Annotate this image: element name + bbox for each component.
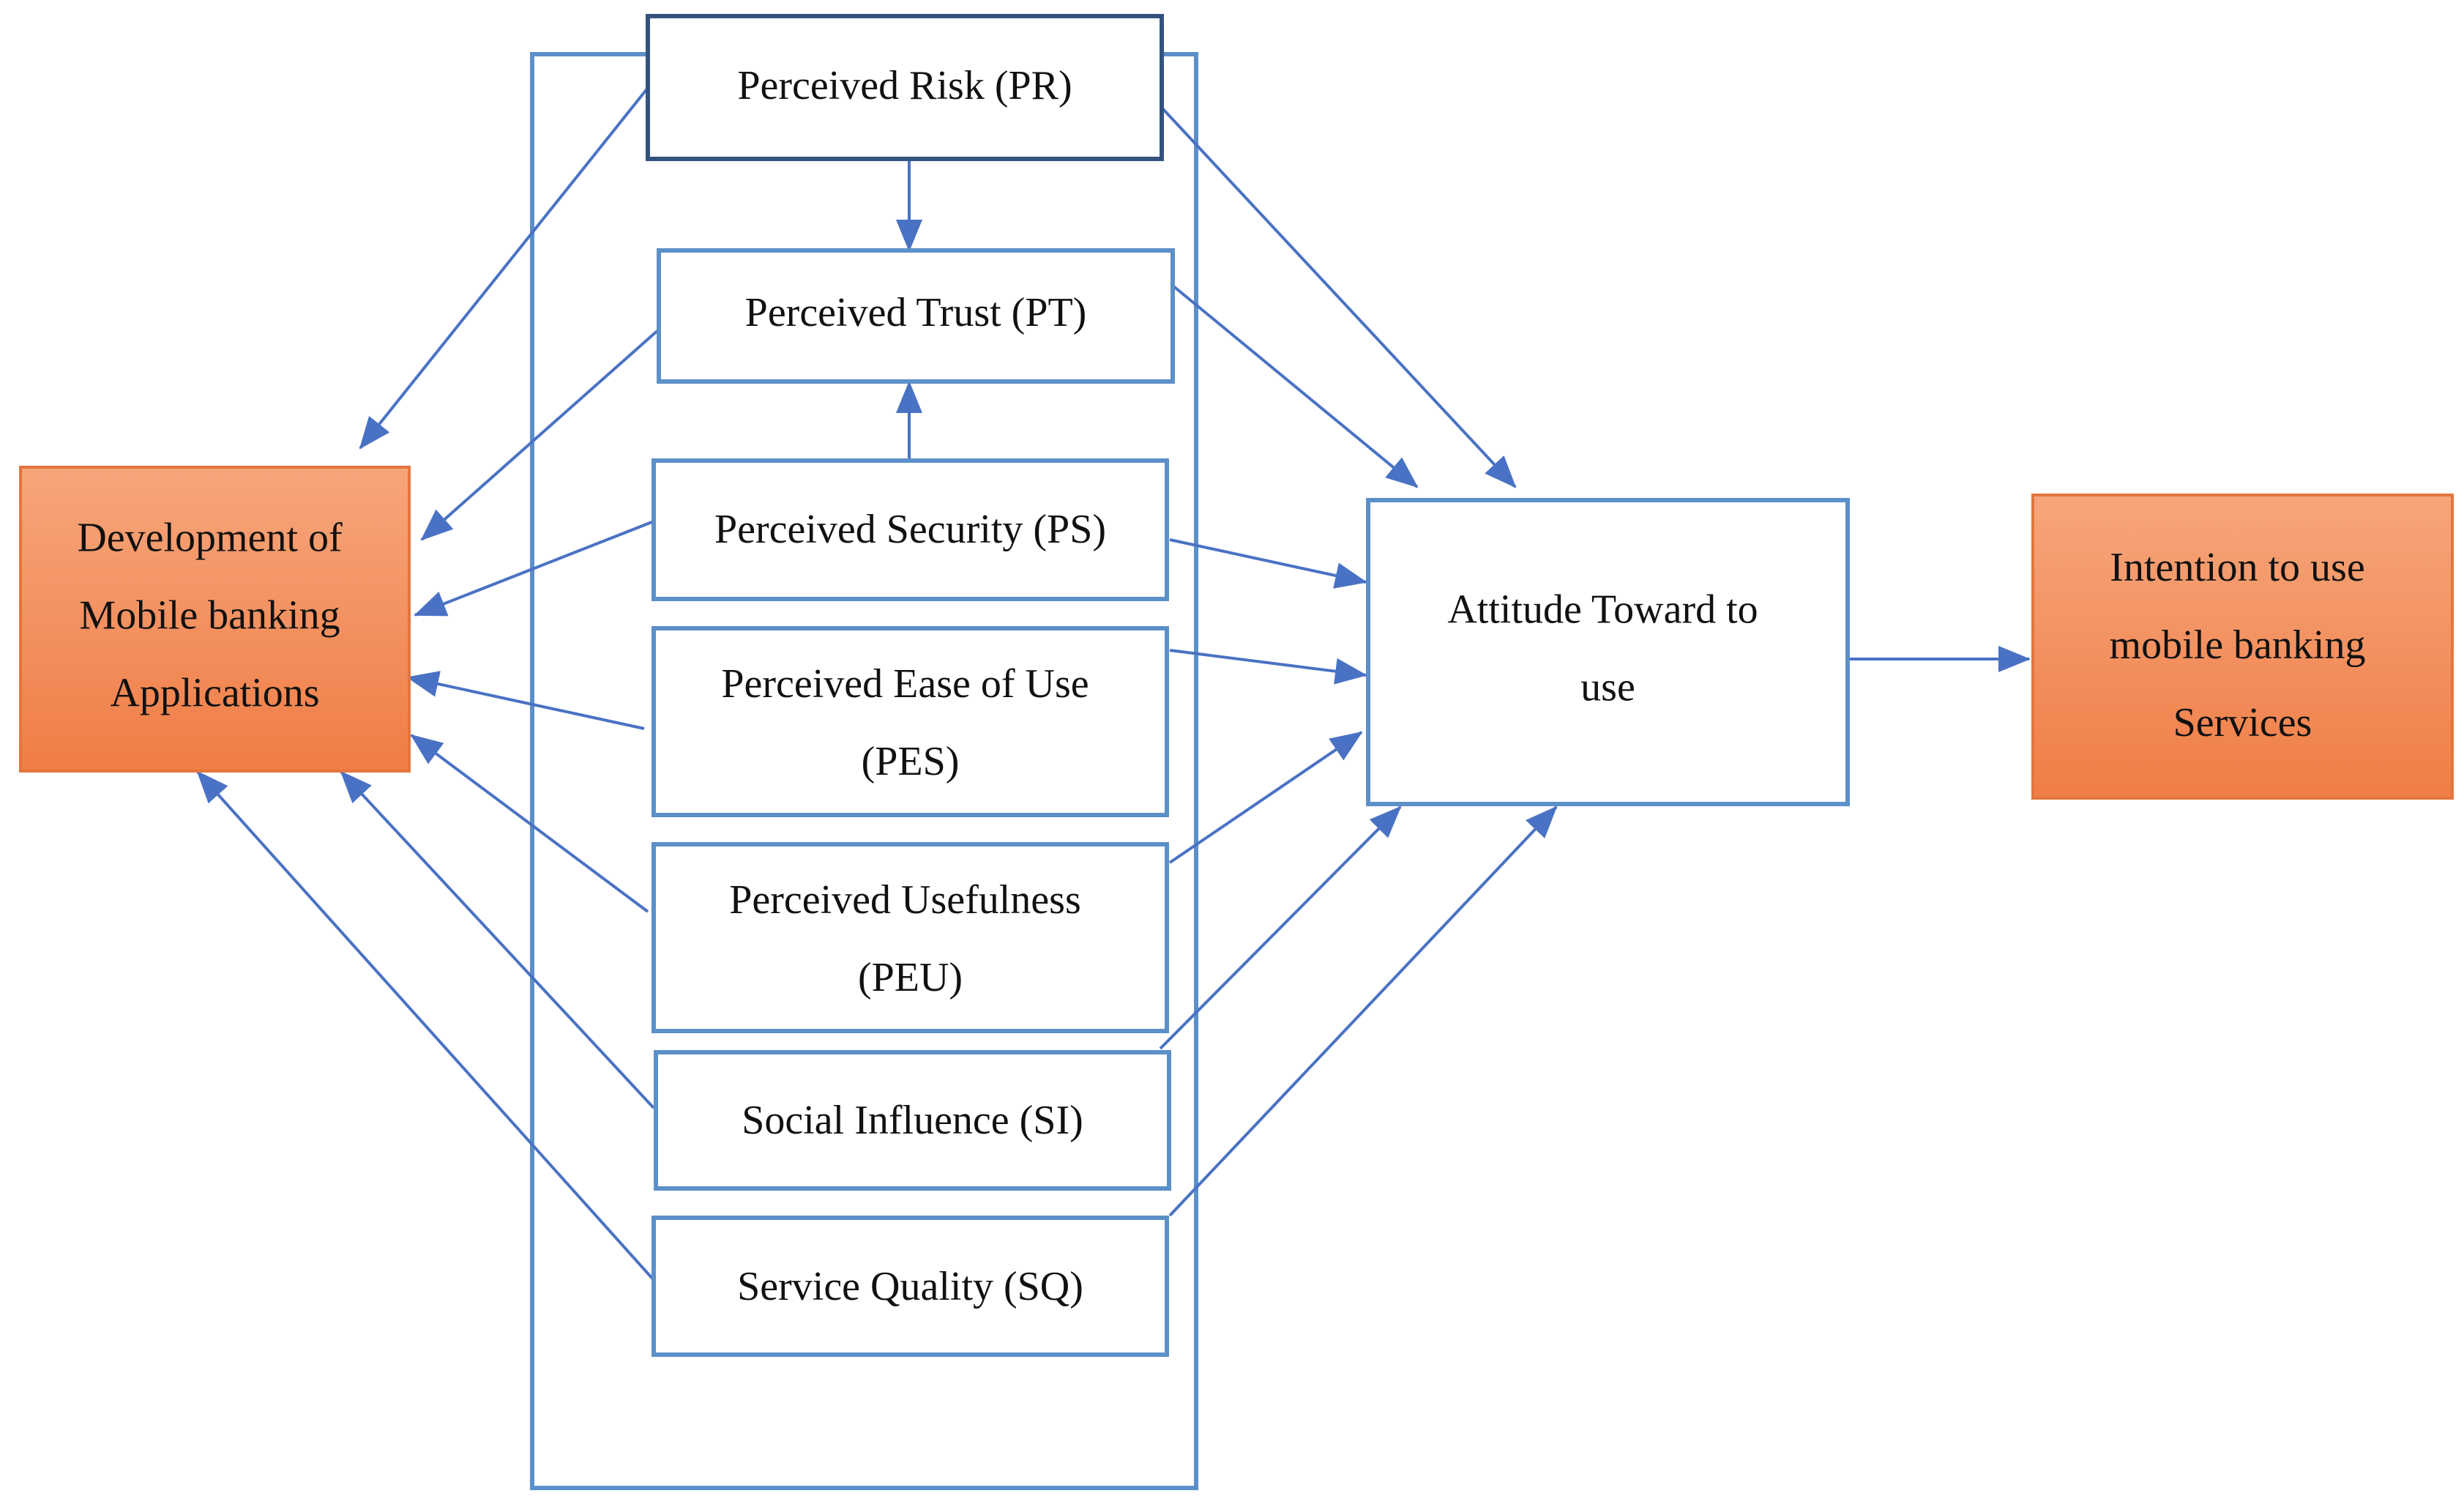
edge-pes-dev	[406, 671, 645, 730]
node-sq-line-1: Service Quality (SQ)	[737, 1264, 1083, 1309]
node-peu-box	[652, 842, 1169, 1033]
node-pr-box	[646, 14, 1164, 161]
edge-peu-att	[1168, 731, 1363, 864]
edge-pt-att	[1171, 284, 1419, 488]
node-dev-line-1: Development of	[77, 515, 343, 560]
edge-pes-att	[1169, 649, 1367, 685]
edge-peu-dev	[410, 734, 649, 913]
node-perceived-trust: Perceived Trust (PT)	[657, 248, 1175, 384]
node-int-label: Intention to use mobile banking Services	[2110, 545, 2376, 745]
node-perceived-risk: Perceived Risk (PR)	[646, 14, 1164, 161]
edges-layer	[196, 86, 2031, 1281]
edge-pr-att	[1160, 106, 1517, 488]
node-pt-box	[657, 248, 1175, 384]
node-ps-label: Perceived Security (PS)	[714, 507, 1106, 552]
node-pes-box	[652, 626, 1169, 817]
node-int-box	[2031, 494, 2454, 800]
node-att-box	[1366, 498, 1850, 806]
node-sq-box	[652, 1216, 1169, 1357]
node-dev-line-2: Mobile banking	[79, 592, 340, 638]
node-social-influence: Social Influence (SI)	[654, 1050, 1171, 1191]
node-attitude-toward-to-use: Attitude Toward to use	[1366, 498, 1850, 806]
edge-pr-dev	[359, 86, 649, 450]
edge-sq-att	[1168, 805, 1558, 1217]
node-dev-line-3: Applications	[110, 670, 319, 715]
node-si-label: Social Influence (SI)	[742, 1098, 1083, 1143]
node-si-line-1: Social Influence (SI)	[742, 1098, 1083, 1143]
node-pt-label: Perceived Trust (PT)	[745, 290, 1087, 335]
node-pes-label: Perceived Ease of Use (PES)	[721, 661, 1099, 784]
node-ps-box	[652, 458, 1169, 601]
edge-ps-dev	[414, 520, 654, 617]
node-development-of-mobile-banking-applications: Development of Mobile banking Applicatio…	[19, 466, 411, 773]
node-sq-label: Service Quality (SQ)	[737, 1264, 1083, 1309]
node-perceived-security: Perceived Security (PS)	[652, 458, 1169, 601]
node-si-box	[654, 1050, 1171, 1191]
node-att-line-1: Attitude Toward to	[1447, 587, 1758, 632]
edge-sq-dev	[196, 770, 655, 1281]
node-int-line-3: Services	[2173, 700, 2312, 745]
node-pr-label: Perceived Risk (PR)	[737, 63, 1072, 108]
node-perceived-usefulness: Perceived Usefulness (PEU)	[652, 842, 1169, 1033]
node-pes-line-1: Perceived Ease of Use	[721, 661, 1089, 707]
node-pes-line-2: (PES)	[862, 739, 960, 784]
node-service-quality: Service Quality (SQ)	[652, 1216, 1169, 1357]
node-dev-box	[19, 466, 411, 773]
node-att-label: Attitude Toward to use	[1447, 587, 1768, 710]
node-intention-to-use-mobile-banking-services: Intention to use mobile banking Services	[2031, 494, 2454, 800]
edge-pt-dev	[420, 328, 660, 541]
node-att-line-2: use	[1580, 664, 1635, 710]
node-pt-line-1: Perceived Trust (PT)	[745, 290, 1087, 335]
node-peu-label: Perceived Usefulness (PEU)	[729, 877, 1091, 1000]
node-pr-line-1: Perceived Risk (PR)	[737, 63, 1072, 108]
node-peu-line-2: (PEU)	[858, 955, 963, 1000]
edge-si-dev	[340, 770, 655, 1109]
edge-ps-att	[1169, 538, 1367, 589]
node-ps-line-1: Perceived Security (PS)	[714, 507, 1106, 552]
node-peu-line-1: Perceived Usefulness	[729, 877, 1081, 923]
node-int-line-1: Intention to use	[2110, 545, 2364, 590]
node-perceived-ease-of-use: Perceived Ease of Use (PES)	[652, 626, 1169, 817]
edge-si-att	[1159, 805, 1402, 1050]
node-dev-label: Development of Mobile banking Applicatio…	[77, 515, 352, 715]
node-int-line-2: mobile banking	[2110, 622, 2366, 668]
